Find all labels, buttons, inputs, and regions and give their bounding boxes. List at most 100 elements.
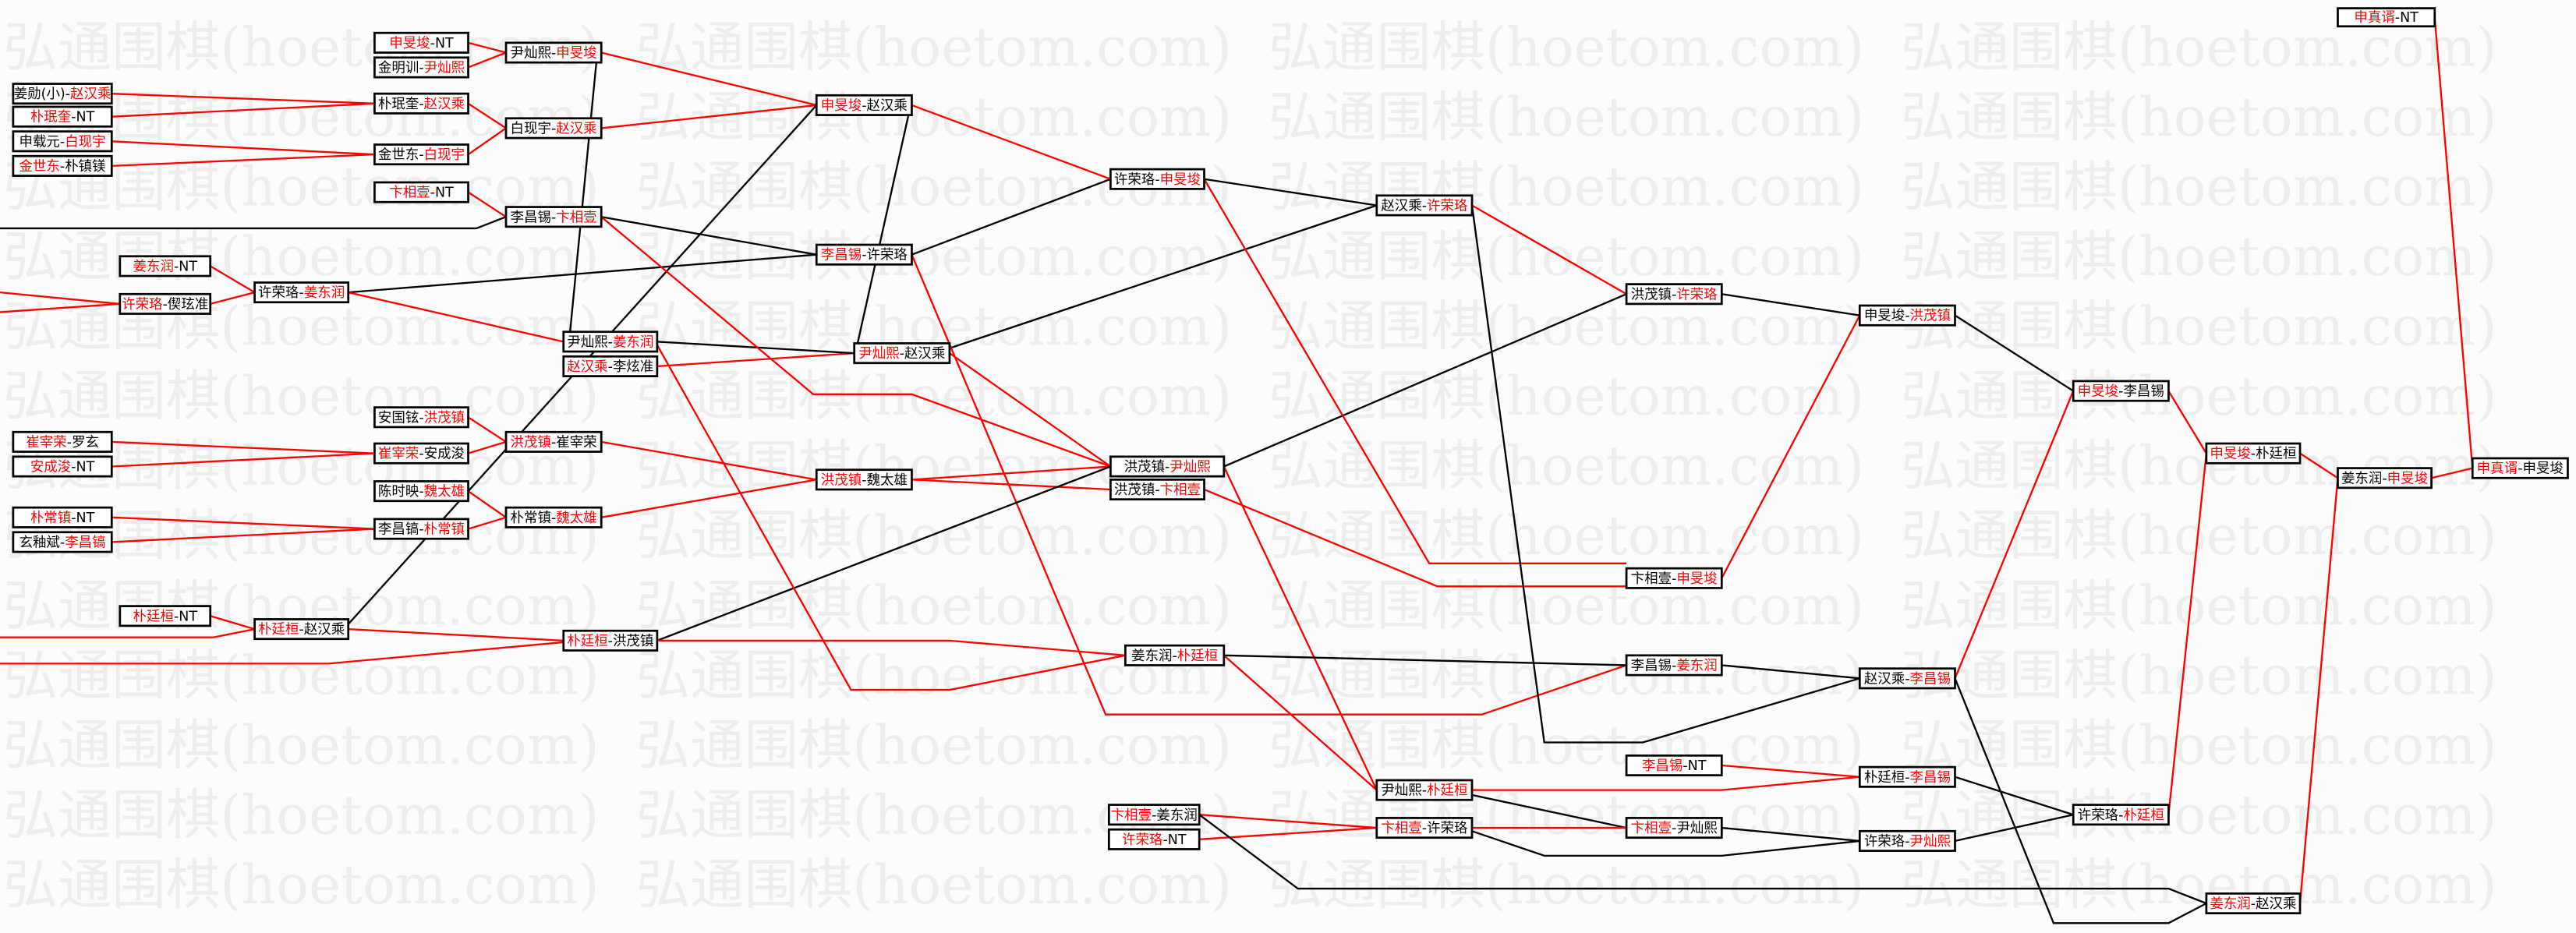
- match-box[interactable]: 李昌锡-卞相壹: [504, 206, 603, 228]
- match-box[interactable]: 申真谞-申旻埈: [2471, 457, 2569, 479]
- match-box[interactable]: 申真谞-NT: [2337, 7, 2436, 28]
- match-box[interactable]: 姜东润-朴廷桓: [1124, 644, 1226, 666]
- match-box[interactable]: 安成浚-NT: [12, 455, 113, 478]
- match-box[interactable]: 朴廷桓-洪茂镇: [562, 629, 659, 652]
- player-2-name: 李昌锡: [2123, 384, 2164, 400]
- player-2-name: 魏太雄: [556, 511, 596, 526]
- match-box[interactable]: 朴廷桓-李昌锡: [1858, 765, 1956, 788]
- match-box-frame: [504, 206, 603, 228]
- match-label: 赵汉乘-李炫准: [567, 359, 653, 375]
- match-box[interactable]: 姜东润-申旻埈: [2337, 467, 2433, 489]
- match-box[interactable]: 申旻埈-NT: [373, 31, 469, 54]
- match-box[interactable]: 许荣珞-姜东润: [253, 281, 350, 304]
- match-box[interactable]: 许荣珞-尹灿熙: [1858, 829, 1956, 852]
- match-label: 尹灿熙-朴廷桓: [1381, 783, 1467, 799]
- player-1-name: 陈时映: [378, 484, 419, 500]
- match-label: 尹灿熙-姜东润: [567, 334, 653, 350]
- match-box[interactable]: 赵汉乘-李炫准: [562, 355, 659, 377]
- match-box[interactable]: 安国铉-洪茂镇: [373, 406, 469, 429]
- match-box[interactable]: 朴珉奎-NT: [12, 105, 113, 128]
- loser-connector-line: [1471, 793, 1627, 829]
- winner-connector-line: [1721, 315, 1861, 579]
- match-box[interactable]: 李昌镐-朴常镇: [373, 518, 469, 540]
- watermark-text: 弘通围棋(hoetom.com): [1269, 504, 1865, 567]
- match-box[interactable]: 尹灿熙-姜东润: [562, 330, 659, 353]
- match-box[interactable]: 卞相壹-申旻埈: [1625, 567, 1723, 589]
- loser-connector-line: [569, 62, 598, 332]
- match-box-frame: [1858, 829, 1956, 852]
- match-box[interactable]: 朴珉奎-赵汉乘: [373, 92, 469, 115]
- match-box[interactable]: 李昌锡-许荣珞: [815, 243, 913, 266]
- match-box[interactable]: 金世东-朴镇镁: [12, 154, 113, 177]
- match-box[interactable]: 崔宰荣-罗玄: [12, 430, 113, 453]
- separator: -: [163, 297, 168, 313]
- match-label: 姜东润-赵汉乘: [2210, 896, 2296, 912]
- match-box[interactable]: 洪茂镇-崔宰荣: [504, 430, 603, 453]
- winner-connector-line: [467, 490, 507, 518]
- match-box[interactable]: 洪茂镇-许荣珞: [1625, 283, 1723, 306]
- separator: -: [1165, 460, 1169, 475]
- watermark-text: 弘通围棋(hoetom.com): [1269, 853, 1865, 917]
- match-box[interactable]: 许荣珞-申旻埈: [1109, 168, 1205, 190]
- match-box[interactable]: 姜东润-NT: [119, 255, 212, 277]
- match-box-frame: [12, 130, 113, 153]
- match-box[interactable]: 洪茂镇-魏太雄: [815, 468, 913, 491]
- match-label: 李昌锡-许荣珞: [821, 248, 908, 263]
- match-box[interactable]: 卞相壹-许荣珞: [1375, 817, 1474, 839]
- match-box[interactable]: 赵汉乘-李昌锡: [1858, 667, 1956, 690]
- match-box[interactable]: 赵汉乘-许荣珞: [1375, 194, 1474, 217]
- match-box[interactable]: 尹灿熙-申旻埈: [504, 41, 603, 64]
- separator: -: [1152, 808, 1156, 823]
- match-box[interactable]: 尹灿熙-朴廷桓: [1375, 779, 1474, 801]
- match-box[interactable]: 崔宰荣-安成浚: [373, 442, 469, 465]
- match-box-frame: [1625, 567, 1723, 589]
- match-box[interactable]: 李昌锡-NT: [1625, 754, 1723, 777]
- match-box[interactable]: 许荣珞-NT: [1107, 828, 1201, 850]
- player-2-name: 申旻埈: [1676, 571, 1718, 587]
- match-label: 申旻埈-NT: [389, 36, 454, 51]
- watermark-text: 弘通围棋(hoetom.com): [1901, 86, 2497, 149]
- match-box[interactable]: 洪茂镇-尹灿熙: [1109, 455, 1226, 478]
- match-box[interactable]: 申旻埈-李昌锡: [2072, 380, 2170, 402]
- match-box-frame: [119, 605, 212, 627]
- player-1-name: 李昌锡: [511, 210, 551, 225]
- match-box-frame: [1625, 654, 1723, 677]
- match-box[interactable]: 朴廷桓-NT: [119, 605, 212, 627]
- match-box-frame: [2205, 892, 2302, 915]
- watermark-text: 弘通围棋(hoetom.com): [1269, 155, 1865, 218]
- match-box[interactable]: 申载元-白现宇: [12, 130, 113, 153]
- match-box[interactable]: 申旻埈-洪茂镇: [1858, 304, 1956, 327]
- match-box[interactable]: 朴廷桓-赵汉乘: [253, 618, 350, 641]
- match-box[interactable]: 李昌锡-姜东润: [1625, 654, 1723, 677]
- match-label: 申旻埈-洪茂镇: [1864, 309, 1951, 324]
- match-box[interactable]: 金世东-白现宇: [373, 143, 469, 166]
- match-box[interactable]: 卞相壹-姜东润: [1107, 804, 1201, 826]
- match-box[interactable]: 朴常镇-魏太雄: [504, 506, 603, 528]
- match-box[interactable]: 陈时映-魏太雄: [373, 480, 469, 503]
- match-box[interactable]: 许荣珞-朴廷桓: [2072, 804, 2170, 826]
- player-2-name: 崔宰荣: [556, 435, 596, 451]
- player-1-name: 许荣珞: [1122, 832, 1163, 848]
- match-box-frame: [12, 83, 113, 105]
- match-box[interactable]: 申旻埈-朴廷桓: [2205, 442, 2302, 465]
- match-box[interactable]: 尹灿熙-赵汉乘: [853, 342, 951, 365]
- match-box[interactable]: 卞相壹-NT: [373, 181, 469, 203]
- match-box[interactable]: 姜东润-赵汉乘: [2205, 892, 2302, 915]
- match-box[interactable]: 卞相壹-尹灿熙: [1625, 817, 1723, 839]
- watermark-text: 弘通围棋(hoetom.com): [635, 714, 1232, 777]
- match-box[interactable]: 许荣珞-偰玹准: [119, 292, 212, 315]
- watermark-text: 弘通围棋(hoetom.com): [1901, 295, 2497, 359]
- match-box[interactable]: 洪茂镇-卞相壹: [1109, 478, 1205, 501]
- match-box[interactable]: 白现宇-赵汉乘: [504, 117, 603, 140]
- match-box[interactable]: 玄釉斌-李昌镐: [12, 531, 113, 553]
- player-1-name: 申载元: [19, 134, 60, 150]
- winner-connector-line: [2433, 18, 2474, 468]
- winner-connector-line: [1471, 204, 1627, 295]
- player-1-name: 赵汉乘: [1381, 199, 1421, 214]
- match-box[interactable]: 金明训-尹灿熙: [373, 56, 469, 79]
- match-box-frame: [853, 342, 951, 365]
- match-box[interactable]: 姜勋(小)-赵汉乘: [12, 83, 113, 105]
- match-box[interactable]: 申旻埈-赵汉乘: [815, 94, 913, 116]
- match-box[interactable]: 朴常镇-NT: [12, 506, 113, 528]
- player-2-name: 魏太雄: [867, 472, 908, 488]
